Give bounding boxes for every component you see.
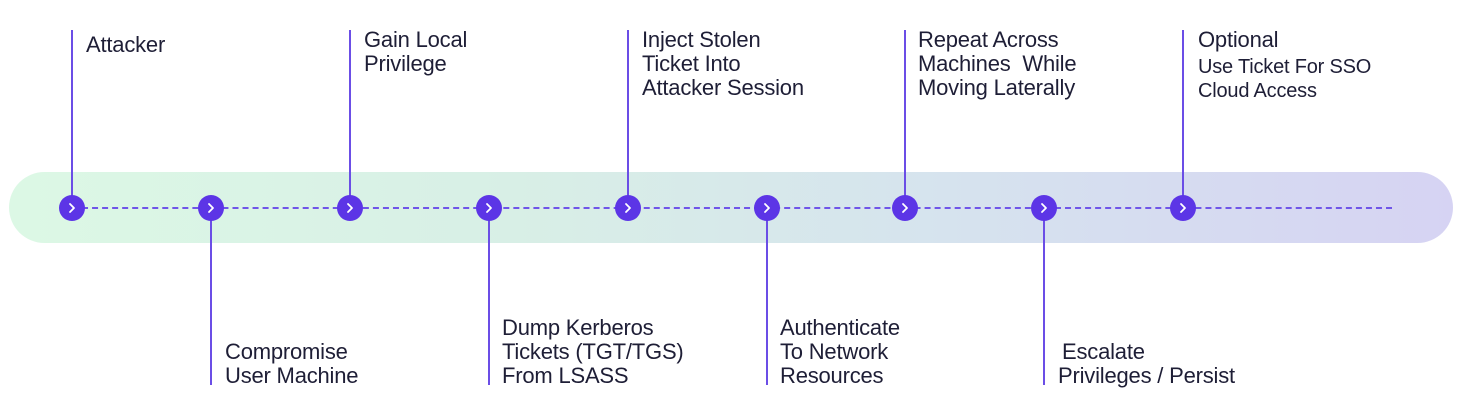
connector-compromise: [210, 208, 212, 385]
step-label-line: Use Ticket For SSO: [1198, 56, 1372, 78]
chevron-right-icon: [1180, 203, 1186, 213]
step-label-authenticate: Authenticate To Network Resources: [780, 316, 900, 388]
step-label-line: Ticket Into: [642, 51, 741, 76]
step-node-escalate: [1031, 195, 1057, 221]
step-label-line: Resources: [780, 363, 884, 388]
connector-gain-privilege: [349, 30, 351, 208]
chevron-right-icon: [208, 203, 214, 213]
step-label-line: Gain Local: [364, 27, 468, 52]
step-label-repeat: Repeat Across Machines While Moving Late…: [918, 27, 1077, 100]
timeline-dotted-line: [72, 207, 1392, 209]
step-node-authenticate: [754, 195, 780, 221]
step-label-line: Attacker Session: [642, 75, 804, 100]
step-label-line: Compromise: [225, 339, 348, 364]
step-label-line: Authenticate: [780, 315, 900, 340]
step-label-inject-ticket: Inject Stolen Ticket Into Attacker Sessi…: [642, 28, 804, 100]
connector-repeat: [904, 30, 906, 208]
connector-optional: [1182, 30, 1184, 208]
step-label-escalate: Escalate Privileges / Persist: [1058, 340, 1235, 388]
connector-attacker: [71, 30, 73, 208]
step-label-line: Privilege: [364, 51, 447, 76]
step-node-gain-privilege: [337, 195, 363, 221]
step-node-dump-tickets: [476, 195, 502, 221]
step-label-dump-tickets: Dump Kerberos Tickets (TGT/TGS) From LSA…: [502, 316, 684, 388]
step-label-line: Cloud Access: [1198, 80, 1317, 102]
step-label-line: Tickets (TGT/TGS): [502, 339, 684, 364]
step-node-optional: [1170, 195, 1196, 221]
chevron-right-icon: [347, 203, 353, 213]
step-label-line: Optional: [1198, 27, 1279, 52]
connector-authenticate: [766, 208, 768, 385]
step-node-repeat: [892, 195, 918, 221]
chevron-right-icon: [1041, 203, 1047, 213]
chevron-right-icon: [764, 203, 770, 213]
step-label-gain-privilege: Gain Local Privilege: [364, 28, 467, 76]
step-label-line: Moving Laterally: [918, 75, 1075, 100]
step-label-line: From LSASS: [502, 363, 629, 388]
chevron-right-icon: [486, 203, 492, 213]
connector-escalate: [1043, 208, 1045, 385]
step-label-compromise: Compromise User Machine: [225, 339, 359, 388]
chevron-right-icon: [625, 203, 631, 213]
step-label-line: To Network: [780, 339, 889, 364]
step-label-line: Attacker: [86, 32, 166, 57]
step-node-attacker: [59, 195, 85, 221]
step-node-inject-ticket: [615, 195, 641, 221]
step-label-line: Escalate: [1062, 339, 1145, 364]
step-label-line: Privileges / Persist: [1058, 363, 1235, 388]
chevron-right-icon: [902, 203, 908, 213]
step-node-compromise: [198, 195, 224, 221]
step-label-line: Machines While: [918, 51, 1077, 76]
step-label-attacker: Attacker: [86, 33, 165, 57]
step-label-line: Dump Kerberos: [502, 315, 654, 340]
chevron-right-icon: [69, 203, 75, 213]
connector-inject-ticket: [627, 30, 629, 208]
step-label-line: Inject Stolen: [642, 27, 761, 52]
step-label-line: User Machine: [225, 363, 359, 388]
step-label-optional: Optional Use Ticket For SSO Cloud Access: [1198, 28, 1371, 103]
step-label-line: Repeat Across: [918, 27, 1059, 52]
connector-dump-tickets: [488, 208, 490, 385]
